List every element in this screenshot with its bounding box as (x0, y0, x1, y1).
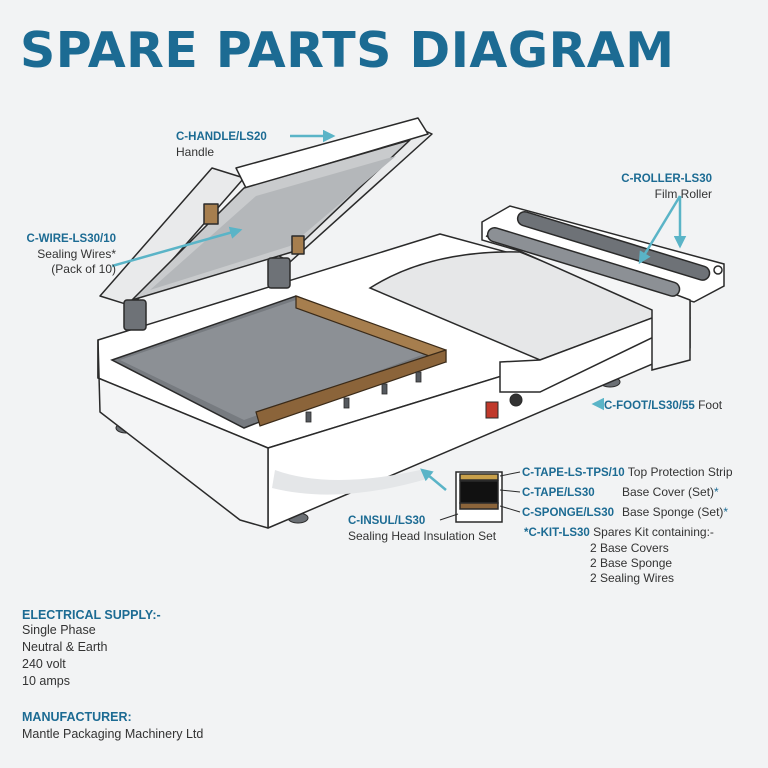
handle-code: C-HANDLE/LS20 (176, 130, 267, 145)
tape-label: C-TAPE/LS30 (522, 485, 595, 501)
roller-label: C-ROLLER-LS30 Film Roller (612, 172, 712, 202)
sponge-mark: * (723, 505, 728, 519)
insul-code: C-INSUL/LS30 (348, 514, 496, 529)
manufacturer-heading: MANUFACTURER: (22, 710, 132, 724)
insul-label: C-INSUL/LS30 Sealing Head Insulation Set (348, 514, 496, 544)
tape-tps-desc: Top Protection Strip (628, 465, 733, 479)
kit-item: 2 Sealing Wires (524, 571, 714, 586)
insul-desc: Sealing Head Insulation Set (348, 529, 496, 544)
kit-item: 2 Base Sponge (524, 556, 714, 571)
kit-label: *C-KIT-LS30 Spares Kit containing:- 2 Ba… (524, 525, 714, 586)
tape-mark: * (714, 485, 719, 499)
kit-item: 2 Base Covers (524, 541, 714, 556)
sponge-desc-wrap: Base Sponge (Set)* (622, 505, 728, 520)
tape-desc: Base Cover (Set) (622, 485, 714, 499)
sponge-desc: Base Sponge (Set) (622, 505, 723, 519)
electrical-line: Neutral & Earth (22, 639, 107, 656)
electrical-line: 10 amps (22, 673, 107, 690)
foot-desc: Foot (698, 398, 722, 412)
kit-code: *C-KIT-LS30 (524, 527, 590, 539)
wire-desc: Sealing Wires* (18, 247, 116, 262)
tape-desc-wrap: Base Cover (Set)* (622, 485, 719, 500)
handle-label: C-HANDLE/LS20 Handle (176, 130, 267, 160)
foot-label: C-FOOT/LS30/55 Foot (604, 398, 722, 414)
wire-label: C-WIRE-LS30/10 Sealing Wires* (Pack of 1… (18, 232, 116, 277)
electrical-line: 240 volt (22, 656, 107, 673)
electrical-lines: Single Phase Neutral & Earth 240 volt 10… (22, 622, 107, 690)
roller-desc: Film Roller (612, 187, 712, 202)
sponge-code: C-SPONGE/LS30 (522, 507, 614, 519)
tape-tps-label: C-TAPE-LS-TPS/10 Top Protection Strip (522, 465, 733, 481)
kit-desc: Spares Kit containing:- (593, 525, 714, 539)
manufacturer-name: Mantle Packaging Machinery Ltd (22, 726, 203, 743)
tape-code: C-TAPE/LS30 (522, 487, 595, 499)
electrical-heading: ELECTRICAL SUPPLY:- (22, 608, 161, 622)
roller-code: C-ROLLER-LS30 (612, 172, 712, 187)
sponge-label: C-SPONGE/LS30 (522, 505, 614, 521)
wire-code: C-WIRE-LS30/10 (18, 232, 116, 247)
tape-tps-code: C-TAPE-LS-TPS/10 (522, 467, 625, 479)
wire-desc-pack: (Pack of 10) (18, 262, 116, 277)
foot-code: C-FOOT/LS30/55 (604, 400, 695, 412)
electrical-line: Single Phase (22, 622, 107, 639)
handle-desc: Handle (176, 145, 267, 160)
